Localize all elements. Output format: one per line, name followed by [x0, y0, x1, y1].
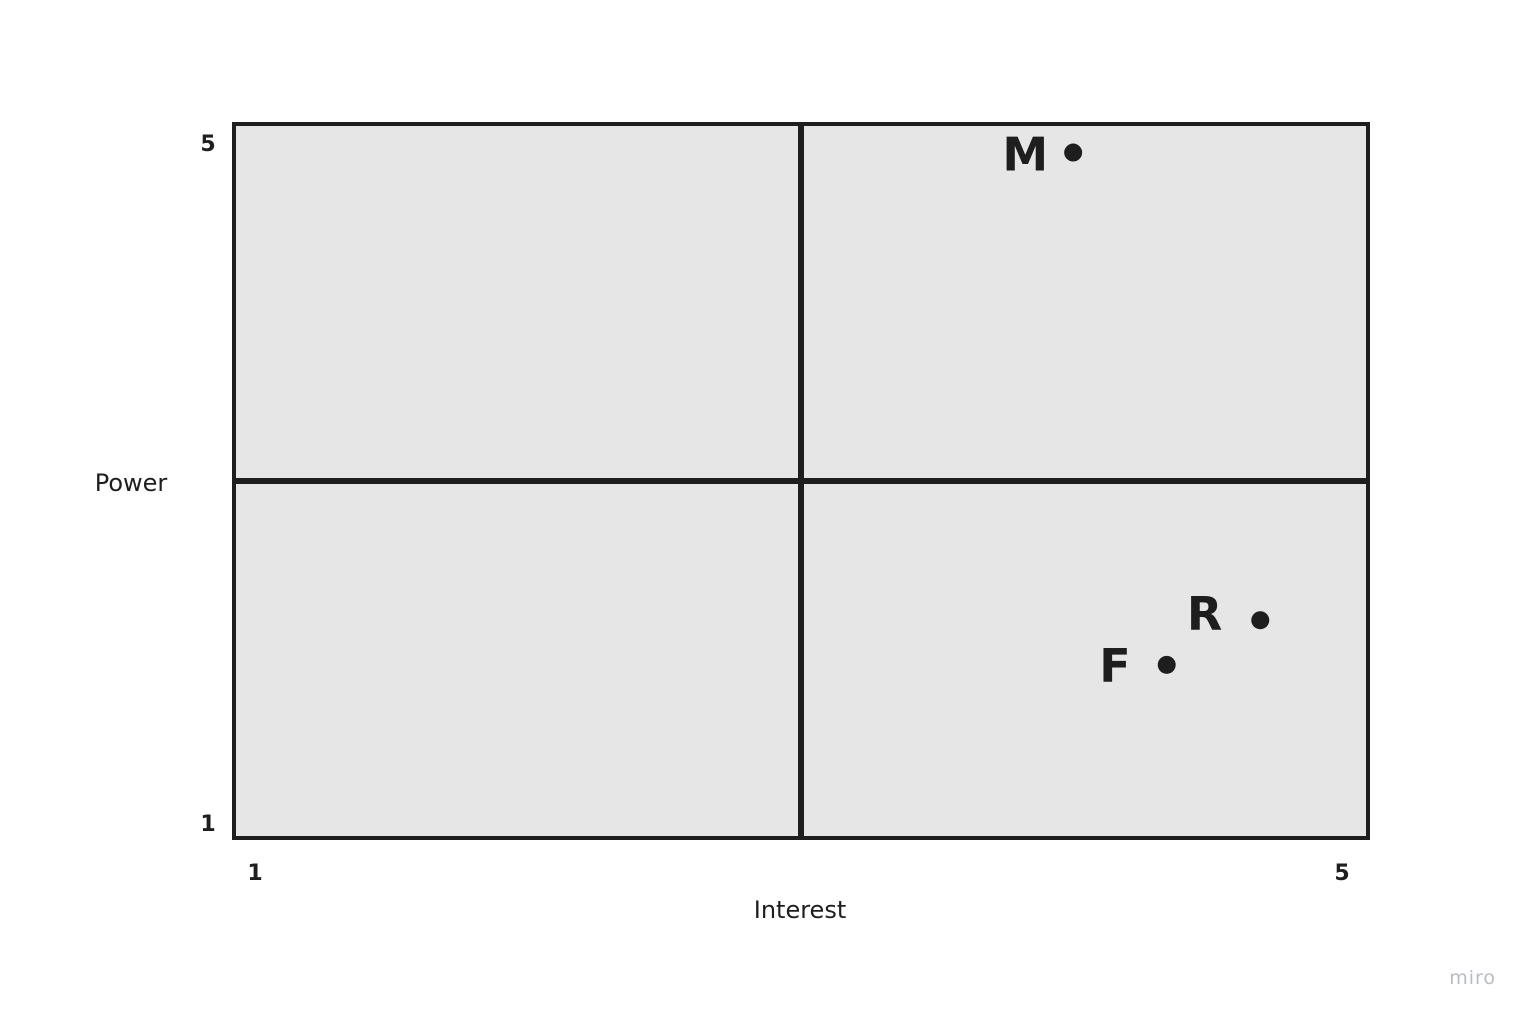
quadrant-grid [232, 122, 1370, 840]
point-f [1157, 655, 1176, 674]
miro-watermark: miro [1449, 967, 1496, 989]
point-m [1064, 143, 1083, 162]
x-tick-right: 5 [1334, 861, 1349, 886]
y-axis-label: Power [95, 469, 168, 497]
point-label-r: R [1187, 587, 1222, 641]
x-tick-left: 1 [247, 861, 262, 886]
point-r [1251, 611, 1270, 630]
y-tick-top: 5 [200, 132, 215, 157]
x-axis-label: Interest [754, 896, 846, 924]
data-points: M R F [1002, 128, 1270, 693]
point-label-f: F [1099, 639, 1130, 693]
point-label-m: M [1002, 128, 1048, 182]
y-tick-bottom: 1 [200, 812, 215, 837]
